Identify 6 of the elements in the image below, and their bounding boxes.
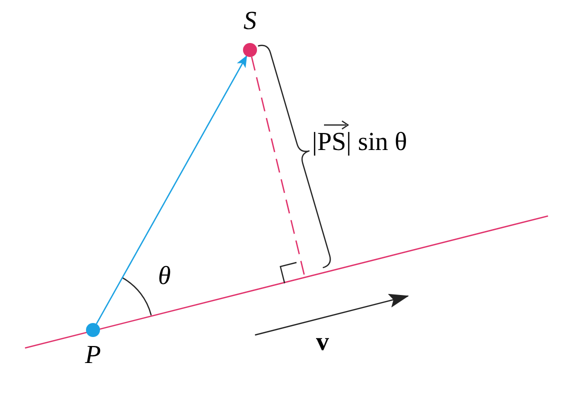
point-label: S — [242, 7, 258, 35]
vector-label: v — [316, 328, 329, 356]
angle-label: θ — [158, 262, 171, 290]
arrow — [96, 55, 248, 324]
length-label: |PS| sin θ — [312, 128, 408, 156]
point-label: P — [84, 341, 102, 369]
